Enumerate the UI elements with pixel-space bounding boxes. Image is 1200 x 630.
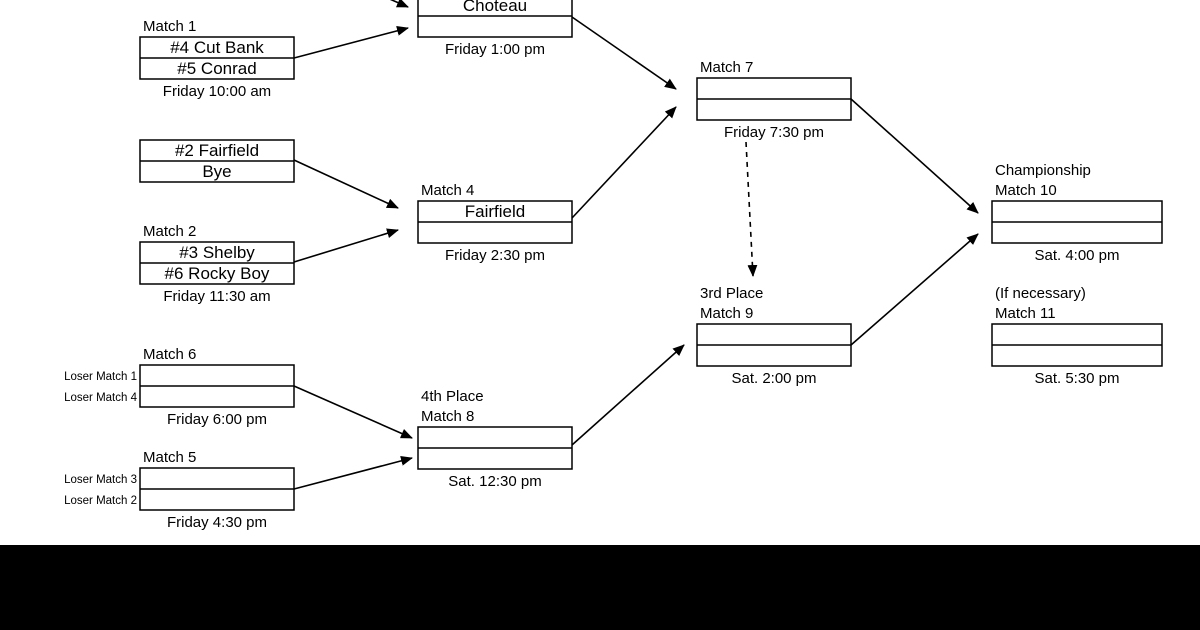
match-5-group: Match 5 Friday 4:30 pm Loser Match 3 Loser … [64, 449, 295, 531]
match-7-group: Match 7 Friday 7:30 pm [696, 59, 852, 141]
match-11-pre-title: (If necessary) [995, 285, 1086, 302]
match-2-time: Friday 11:30 am [163, 288, 270, 305]
arrow-bye-to-match4 [293, 159, 399, 209]
arrow-match5-to-match8 [293, 455, 413, 490]
match-2-group: #3 Shelby #6 Rocky Boy Match 2 Friday 11:30… [139, 223, 295, 305]
arrow-match8-to-match9 [571, 344, 685, 446]
match-4-time: Friday 2:30 pm [445, 247, 545, 264]
bye-slot-slot-2: Bye [202, 162, 231, 181]
bottom-black-bar [0, 545, 1200, 630]
match-6-title: Match 6 [143, 346, 196, 363]
match-11-time: Sat. 5:30 pm [1034, 370, 1119, 387]
match-1-time: Friday 10:00 am [163, 83, 271, 100]
arrow-match1-to-first-slot [293, 25, 409, 59]
match-5-side-label-1: Loser Match 3 [64, 474, 137, 486]
match-5-side-label-2: Loser Match 2 [64, 495, 137, 507]
match-1-slot-2: #5 Conrad [177, 59, 256, 78]
match-8-pre-title: 4th Place [421, 388, 484, 405]
match-8-time: Sat. 12:30 pm [448, 473, 541, 490]
match-4-title: Match 4 [421, 182, 474, 199]
match-6-time: Friday 6:00 pm [167, 411, 267, 428]
match-6-side-label-1: Loser Match 1 [64, 371, 137, 383]
arrow-to-first-slot [389, 0, 409, 8]
match-5-title: Match 5 [143, 449, 196, 466]
match-5-time: Friday 4:30 pm [167, 514, 267, 531]
match-7-time: Friday 7:30 pm [724, 124, 824, 141]
match-9-pre-title: 3rd Place [700, 285, 763, 302]
match-1-group: #4 Cut Bank #5 Conrad Match 1 Friday 10:00 … [139, 18, 295, 100]
match-9-title: Match 9 [700, 305, 753, 322]
match-9-time: Sat. 2:00 pm [731, 370, 816, 387]
arrow-match7-to-match10 [850, 98, 979, 214]
first-slot-time: Friday 1:00 pm [445, 41, 545, 58]
match-2-title: Match 2 [143, 223, 196, 240]
match-10-title: Match 10 [995, 182, 1057, 199]
connector-lines [293, 0, 979, 490]
match-1-title: Match 1 [143, 18, 196, 35]
first-slot-slot-1: Choteau [463, 0, 527, 15]
match-4-group: Fairfield Match 4 Friday 2:30 pm [417, 182, 573, 264]
match-4-slot-1: Fairfield [465, 202, 525, 221]
match-1-slot-1: #4 Cut Bank [170, 38, 264, 57]
dashed-arrow-match7-to-match9 [745, 141, 758, 277]
arrow-match9-to-match10 [850, 233, 979, 346]
match-10-pre-title: Championship [995, 162, 1091, 179]
match-6-group: Match 6 Friday 6:00 pm Loser Match 1 Loser … [64, 346, 295, 428]
bye-slot-slot-1: #2 Fairfield [175, 141, 259, 160]
match-7-title: Match 7 [700, 59, 753, 76]
match-11-title: Match 11 [995, 305, 1056, 322]
arrow-match2-to-match4 [293, 228, 399, 263]
arrow-match4-to-match7 [571, 106, 677, 219]
arrow-first-slot-to-match7 [571, 16, 677, 90]
match-10-time: Sat. 4:00 pm [1034, 247, 1119, 264]
match-11-group: Match 11 (If necessary) Sat. 5:30 pm [991, 285, 1163, 387]
match-8-title: Match 8 [421, 408, 474, 425]
match-2-slot-2: #6 Rocky Boy [165, 264, 270, 283]
match-6-side-label-2: Loser Match 4 [64, 392, 137, 404]
match-2-slot-1: #3 Shelby [179, 243, 255, 262]
arrow-match6-to-match8 [293, 385, 413, 439]
